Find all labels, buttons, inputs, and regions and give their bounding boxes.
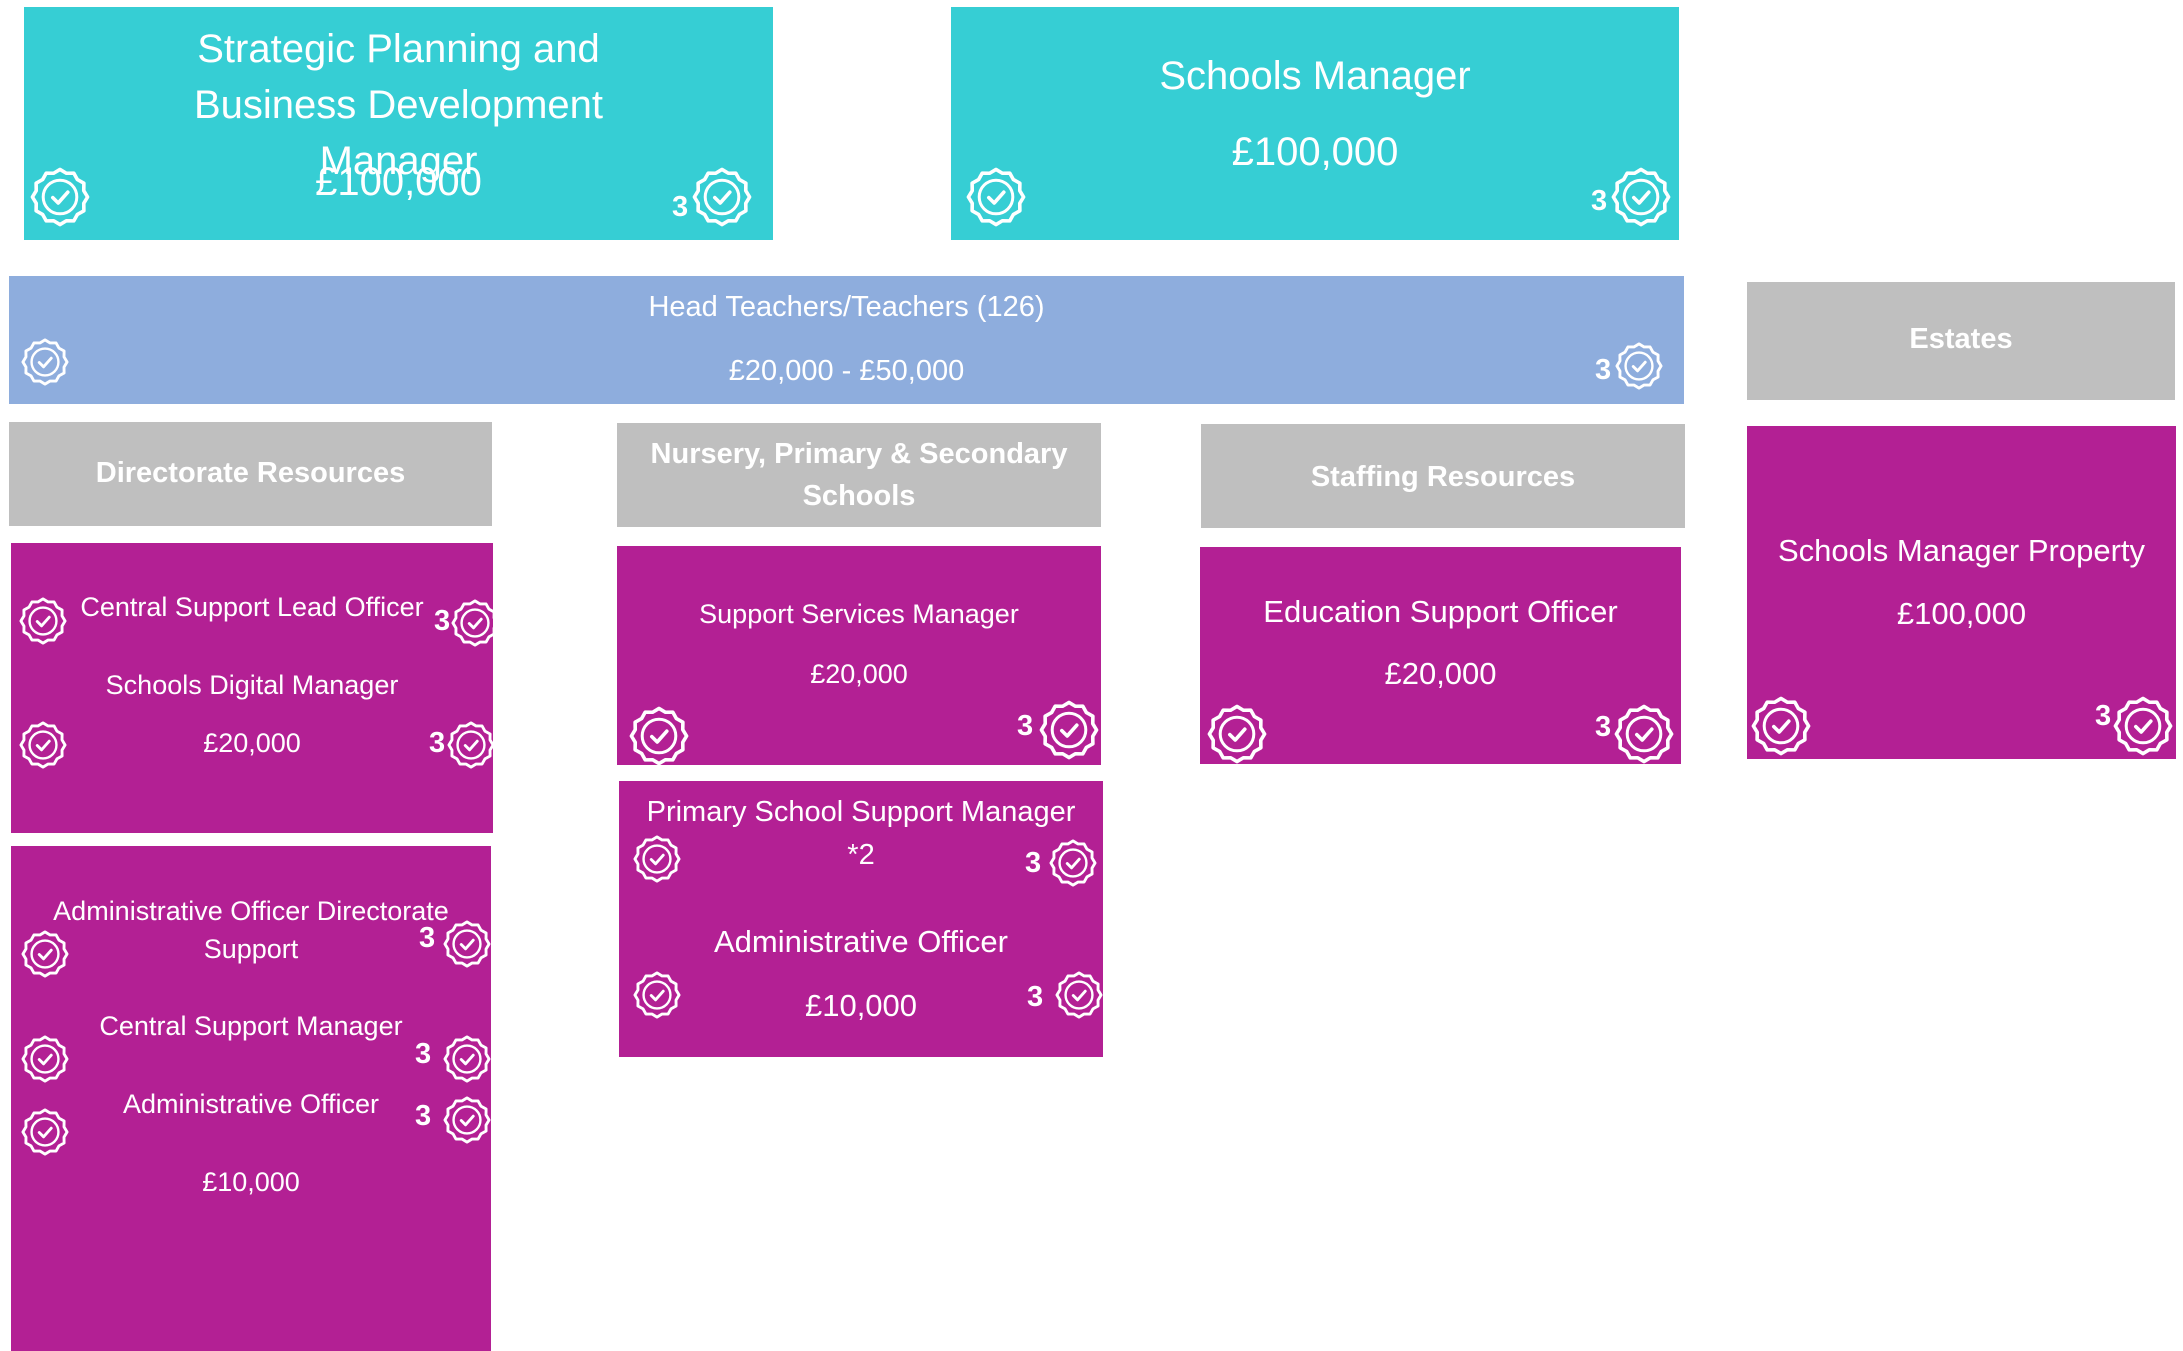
schools-manager-salary: £100,000 xyxy=(1231,130,1399,174)
verified-badge-icon xyxy=(1751,696,1811,756)
central-support-manager-count: 3 xyxy=(415,1038,432,1070)
verified-badge-icon xyxy=(21,1108,69,1156)
strategic-planning-count: 3 xyxy=(672,191,689,223)
support-services-manager: Support Services Manager xyxy=(699,599,1019,629)
verified-badge-icon xyxy=(30,167,90,227)
directorate-box-2-salary: £10,000 xyxy=(202,1167,300,1197)
verified-badge-icon xyxy=(1614,704,1674,764)
administrative-officer: Administrative Officer xyxy=(713,924,1008,959)
primary-school-support-count: 3 xyxy=(1025,847,1042,879)
verified-badge-icon xyxy=(443,920,491,968)
verified-badge-icon xyxy=(1611,167,1671,227)
directorate-resources-label: Directorate Resources xyxy=(95,457,406,489)
directorate-box-1: Central Support Lead Officer 3 Schools D… xyxy=(11,543,499,833)
schools-header: Nursery, Primary & Secondary Schools xyxy=(617,423,1101,527)
verified-badge-icon xyxy=(21,930,69,978)
education-support-salary: £20,000 xyxy=(1384,656,1497,691)
staffing-resources-label: Staffing Resources xyxy=(1310,461,1576,493)
verified-badge-icon xyxy=(1615,342,1663,390)
head-teachers-box: Head Teachers/Teachers (126) £20,000 - £… xyxy=(9,276,1684,404)
central-support-manager: Central Support Manager xyxy=(99,1011,403,1041)
verified-badge-icon xyxy=(21,338,69,386)
schools-manager-box: Schools Manager £100,000 3 xyxy=(951,7,1679,240)
administrative-officer-count: 3 xyxy=(1027,981,1044,1013)
schools-box-2-salary: £10,000 xyxy=(804,988,918,1023)
directorate-resources-header: Directorate Resources xyxy=(9,422,492,526)
admin-officer-directorate-support: Administrative Officer Directorate Suppo… xyxy=(53,896,449,964)
administrative-officer-count: 3 xyxy=(415,1100,432,1132)
education-support-officer: Education Support Officer xyxy=(1263,594,1618,629)
head-teachers-title: Head Teachers/Teachers (126) xyxy=(648,291,1045,323)
estates-box-1: Schools Manager Property £100,000 3 xyxy=(1747,426,2176,759)
support-services-count: 3 xyxy=(1017,710,1034,742)
schools-digital-count: 3 xyxy=(429,727,446,759)
primary-school-support-manager: Primary School Support Manager xyxy=(646,796,1076,828)
education-support-count: 3 xyxy=(1595,711,1612,743)
verified-badge-icon xyxy=(1207,704,1267,764)
verified-badge-icon xyxy=(451,599,499,647)
schools-box-1: Support Services Manager £20,000 3 xyxy=(617,546,1101,766)
verified-badge-icon xyxy=(19,597,67,645)
verified-badge-icon xyxy=(19,721,67,769)
schools-manager-count: 3 xyxy=(1591,185,1608,217)
estates-header: Estates xyxy=(1747,282,2175,400)
verified-badge-icon xyxy=(692,167,752,227)
strategic-planning-box: Strategic Planning and Business Developm… xyxy=(24,7,773,240)
verified-badge-icon xyxy=(2113,696,2173,756)
schools-box-2: Primary School Support Manager *2 3 Admi… xyxy=(619,781,1103,1057)
central-support-lead-officer: Central Support Lead Officer xyxy=(80,592,424,622)
schools-header-label: Nursery, Primary & Secondary Schools xyxy=(650,438,1068,512)
verified-badge-icon xyxy=(966,167,1026,227)
verified-badge-icon xyxy=(633,835,681,883)
verified-badge-icon xyxy=(447,721,495,769)
staffing-box-1: Education Support Officer £20,000 3 xyxy=(1200,547,1681,764)
verified-badge-icon xyxy=(629,706,689,766)
verified-badge-icon xyxy=(1055,971,1103,1019)
administrative-officer: Administrative Officer xyxy=(122,1089,380,1119)
verified-badge-icon xyxy=(1039,700,1099,760)
verified-badge-icon xyxy=(633,971,681,1019)
admin-officer-directorate-count: 3 xyxy=(419,922,436,954)
verified-badge-icon xyxy=(21,1035,69,1083)
head-teachers-count: 3 xyxy=(1595,354,1612,386)
central-support-lead-count: 3 xyxy=(434,605,451,637)
schools-manager-property: Schools Manager Property xyxy=(1777,533,2146,568)
directorate-box-2: Administrative Officer Directorate Suppo… xyxy=(11,846,491,1351)
primary-school-support-note: *2 xyxy=(847,839,875,871)
strategic-planning-title: Strategic Planning and Business Developm… xyxy=(193,27,604,183)
head-teachers-salary: £20,000 - £50,000 xyxy=(728,355,965,387)
estates-header-label: Estates xyxy=(1909,323,2013,355)
schools-digital-manager: Schools Digital Manager xyxy=(105,670,399,700)
schools-manager-property-salary: £100,000 xyxy=(1896,596,2027,631)
staffing-resources-header: Staffing Resources xyxy=(1201,424,1685,528)
schools-manager-property-count: 3 xyxy=(2095,700,2112,732)
schools-manager-title: Schools Manager xyxy=(1159,54,1471,98)
verified-badge-icon xyxy=(443,1035,491,1083)
verified-badge-icon xyxy=(443,1096,491,1144)
schools-digital-salary: £20,000 xyxy=(203,728,301,758)
strategic-planning-salary: £100,000 xyxy=(315,160,482,204)
verified-badge-icon xyxy=(1049,839,1097,887)
support-services-salary: £20,000 xyxy=(810,659,908,689)
